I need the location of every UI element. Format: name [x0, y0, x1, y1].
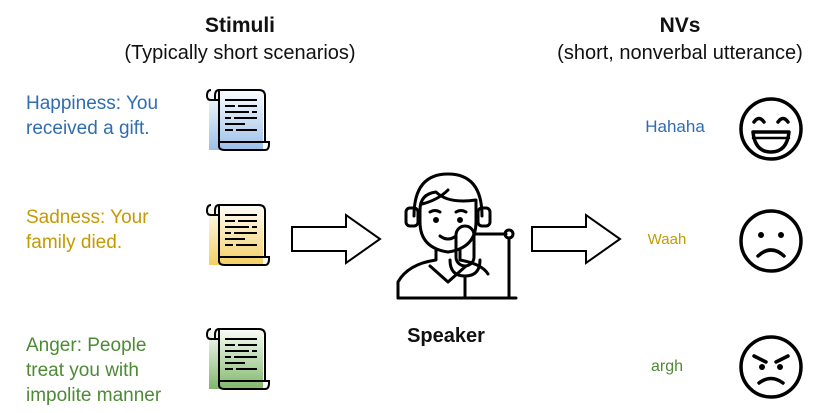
script-document-icon	[205, 327, 270, 390]
stimulus-line: Sadness: Your	[26, 207, 149, 228]
stimulus-line: Anger: People	[26, 335, 147, 356]
nvs-title: NVs	[659, 14, 701, 37]
speaker-with-microphone-icon	[396, 172, 518, 300]
stimulus-happiness: Happiness: You received a gift.	[26, 91, 158, 141]
stimulus-line: family died.	[26, 232, 123, 253]
nvs-subtitle: (short, nonverbal utterance)	[557, 42, 803, 64]
stimulus-line: impolite manner	[26, 385, 162, 406]
stimulus-anger: Anger: People treat you with impolite ma…	[26, 333, 161, 408]
speaker-label: Speaker	[407, 325, 485, 347]
script-document-icon	[205, 88, 270, 151]
angry-face-icon	[739, 335, 803, 399]
nv-label: Waah	[647, 231, 687, 248]
stimuli-subtitle: (Typically short scenarios)	[124, 42, 356, 64]
stimuli-title: Stimuli	[204, 14, 275, 37]
sad-face-icon	[739, 209, 803, 273]
laughing-face-icon	[739, 97, 803, 161]
stimulus-line: treat you with	[26, 360, 139, 381]
stimulus-line: Happiness: You	[26, 93, 159, 114]
stimulus-line: received a gift.	[26, 118, 150, 139]
script-document-icon	[205, 203, 270, 266]
nv-label: argh	[650, 358, 684, 375]
arrow-right-icon	[291, 213, 382, 265]
stimulus-sadness: Sadness: Your family died.	[26, 205, 149, 255]
nv-label: Hahaha	[645, 117, 705, 136]
arrow-right-icon	[531, 213, 622, 265]
